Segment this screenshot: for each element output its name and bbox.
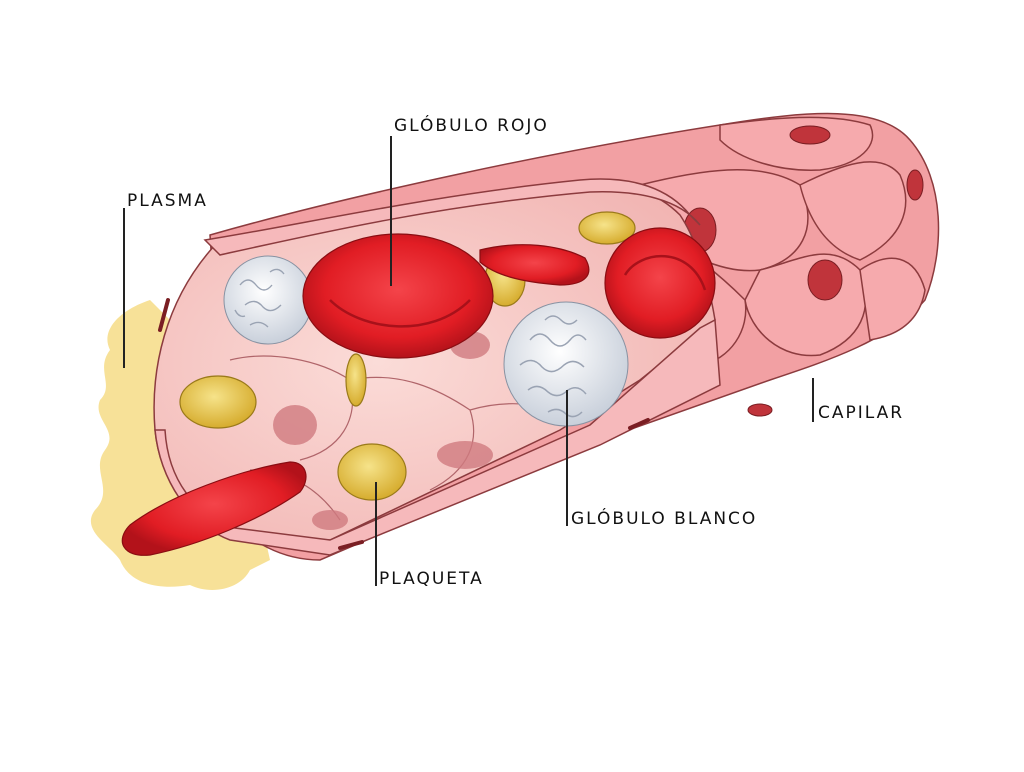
white-blood-cell bbox=[503, 301, 629, 427]
white-blood-cell-left bbox=[223, 255, 313, 345]
cut-edge-top bbox=[203, 178, 701, 256]
red-blood-cell-right bbox=[604, 227, 716, 339]
red-blood-cell-escaping bbox=[121, 461, 307, 556]
cut-edge-front bbox=[154, 318, 721, 556]
platelet-leader bbox=[375, 482, 377, 586]
white-cell-leader bbox=[566, 390, 568, 526]
capillary-leader bbox=[812, 378, 814, 422]
red-cell-leader bbox=[390, 136, 392, 286]
red-blood-cell-upper bbox=[479, 244, 590, 286]
platelet-label: PLAQUETA bbox=[379, 569, 484, 589]
platelet bbox=[337, 443, 407, 501]
red-blood-cells bbox=[121, 227, 716, 556]
platelet bbox=[345, 353, 367, 407]
red-blood-cell-label: GLÓBULO ROJO bbox=[394, 116, 549, 136]
plasma-label: PLASMA bbox=[127, 191, 208, 211]
capillary-label: CAPILAR bbox=[818, 403, 905, 423]
plasma-leader bbox=[123, 208, 125, 368]
white-blood-cell-label: GLÓBULO BLANCO bbox=[571, 509, 758, 529]
cell-nuclei bbox=[683, 125, 924, 417]
platelet bbox=[179, 375, 257, 429]
red-blood-cell-main bbox=[302, 233, 494, 359]
platelet bbox=[578, 211, 636, 245]
